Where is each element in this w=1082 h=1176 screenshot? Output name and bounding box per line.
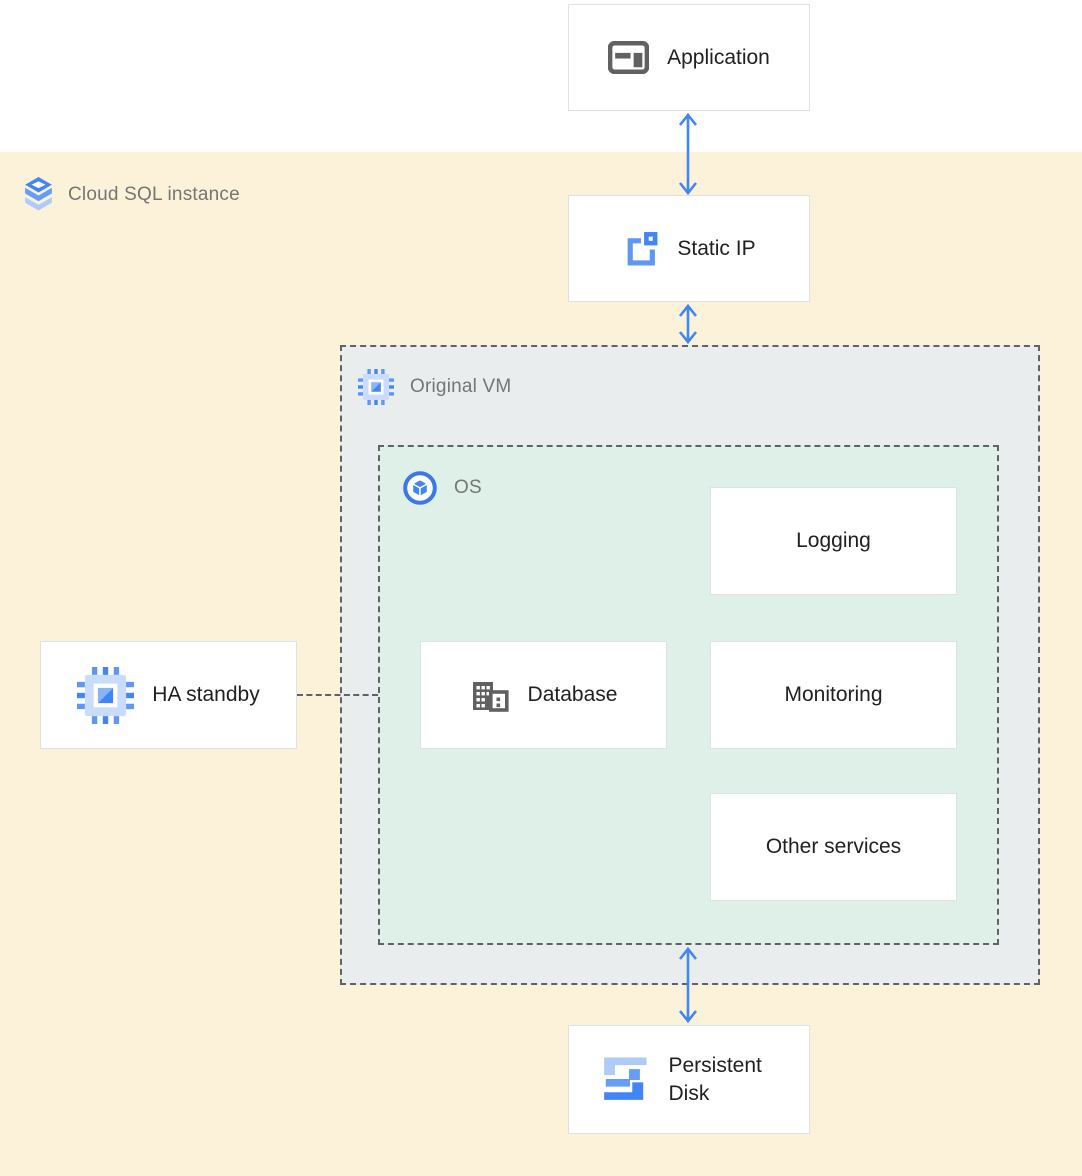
static-ip-icon (622, 230, 659, 267)
cloud-sql-zone-header: Cloud SQL instance (25, 177, 240, 212)
node-monitoring: Monitoring (710, 641, 957, 749)
dashed-connector-ha-standby-original-vm (297, 694, 378, 696)
node-other-services: Other services (710, 793, 957, 901)
node-static-ip: Static IP (568, 195, 810, 302)
node-application: Application (568, 4, 810, 111)
node-database: Database (420, 641, 667, 749)
node-logging-label: Logging (796, 529, 871, 552)
bidirectional-arrow-static-ip-original-vm (674, 304, 702, 344)
os-zone-label: OS (454, 477, 482, 498)
node-static-ip-label: Static IP (677, 236, 756, 260)
os-zone-header: OS (402, 470, 482, 506)
cloud-sql-icon (25, 177, 52, 212)
node-persistent-disk-label: Persistent Disk (668, 1054, 762, 1105)
node-ha-standby-label: HA standby (152, 683, 260, 706)
node-persistent-disk: Persistent Disk (568, 1025, 810, 1134)
compute-engine-icon (77, 666, 135, 724)
node-logging: Logging (710, 487, 957, 595)
persistent-disk-icon (598, 1053, 651, 1106)
node-monitoring-label: Monitoring (784, 683, 883, 706)
cloud-sql-zone-label: Cloud SQL instance (68, 183, 240, 205)
compute-engine-icon (358, 369, 394, 405)
bidirectional-arrow-os-persistent-disk (674, 946, 702, 1024)
node-application-label: Application (667, 45, 770, 69)
node-database-label: Database (527, 683, 618, 706)
original-vm-zone-label: Original VM (410, 376, 512, 397)
node-other-services-label: Other services (765, 835, 902, 858)
node-ha-standby: HA standby (40, 641, 297, 749)
bidirectional-arrow-application-static-ip (674, 112, 702, 196)
database-building-icon (470, 675, 510, 715)
original-vm-zone-header: Original VM (358, 369, 511, 405)
os-image-icon (402, 470, 438, 506)
application-window-icon (608, 41, 650, 74)
